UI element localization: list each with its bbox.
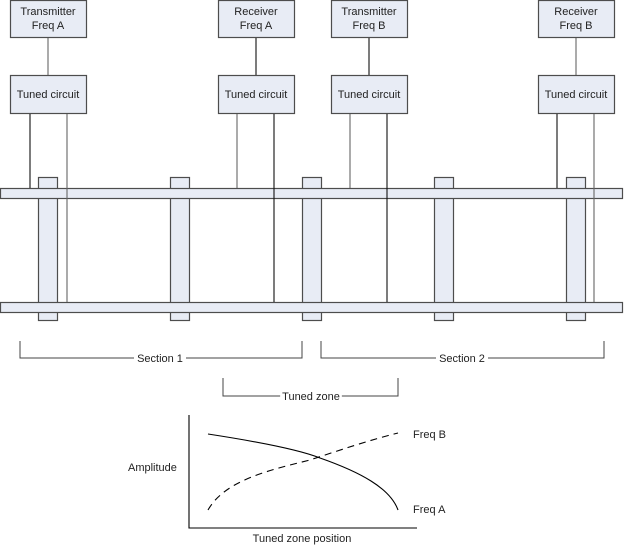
- tuned-circuit-label: Tuned circuit: [545, 89, 608, 101]
- label-background: [280, 391, 342, 403]
- sleeper: [169, 176, 191, 322]
- sleeper: [301, 176, 323, 322]
- receiver-freq-a-box: Receiver Freq A: [217, 0, 296, 39]
- label-background: [437, 353, 487, 365]
- box-line2: Freq B: [559, 20, 592, 32]
- plot-axes: [188, 415, 417, 529]
- section-label: Section 1: [137, 353, 183, 365]
- tuned-circuit-label: Tuned circuit: [338, 89, 401, 101]
- section-1-bracket: Section 1: [19, 341, 303, 365]
- bottom-rail: [0, 301, 624, 314]
- box-line2: Freq A: [240, 20, 273, 32]
- tuned-zone-label: Tuned zone: [282, 391, 340, 403]
- transmitter-freq-a-box: Transmitter Freq A: [9, 0, 88, 39]
- rail-leads: [29, 114, 595, 302]
- section-2-bracket: Section 2: [320, 341, 605, 365]
- box-line2: Freq B: [352, 20, 385, 32]
- y-axis-label: Amplitude: [128, 462, 177, 474]
- tuned-circuit-4: Tuned circuit: [537, 74, 616, 115]
- tuned-circuit-label: Tuned circuit: [225, 89, 288, 101]
- tuned-circuit-3: Tuned circuit: [330, 74, 409, 115]
- legend-freq-a: Freq A: [413, 504, 446, 516]
- tuned-zone-bracket: Tuned zone: [222, 378, 399, 403]
- section-label: Section 2: [439, 353, 485, 365]
- box-line1: Transmitter: [341, 6, 397, 18]
- sleeper: [565, 176, 587, 322]
- top-rail: [0, 187, 624, 200]
- transmitter-freq-b-box: Transmitter Freq B: [330, 0, 409, 39]
- tuned-circuit-label: Tuned circuit: [17, 89, 80, 101]
- series-freq-b: [207, 432, 399, 511]
- sleepers: [37, 176, 587, 322]
- box-line1: Receiver: [554, 6, 598, 18]
- tuned-circuit-2: Tuned circuit: [217, 74, 296, 115]
- sleeper: [433, 176, 455, 322]
- x-axis-label: Tuned zone position: [253, 533, 352, 545]
- receiver-freq-b-box: Receiver Freq B: [537, 0, 616, 39]
- box-line1: Transmitter: [20, 6, 76, 18]
- box-line2: Freq A: [32, 20, 65, 32]
- box-line1: Receiver: [234, 6, 278, 18]
- series-freq-a: [207, 433, 399, 511]
- sleeper: [37, 176, 59, 322]
- label-background: [135, 353, 185, 365]
- tuned-circuit-1: Tuned circuit: [9, 74, 88, 115]
- legend-freq-b: Freq B: [413, 429, 446, 441]
- amplitude-plot: Freq B Freq A Amplitude Tuned zone posit…: [128, 415, 446, 545]
